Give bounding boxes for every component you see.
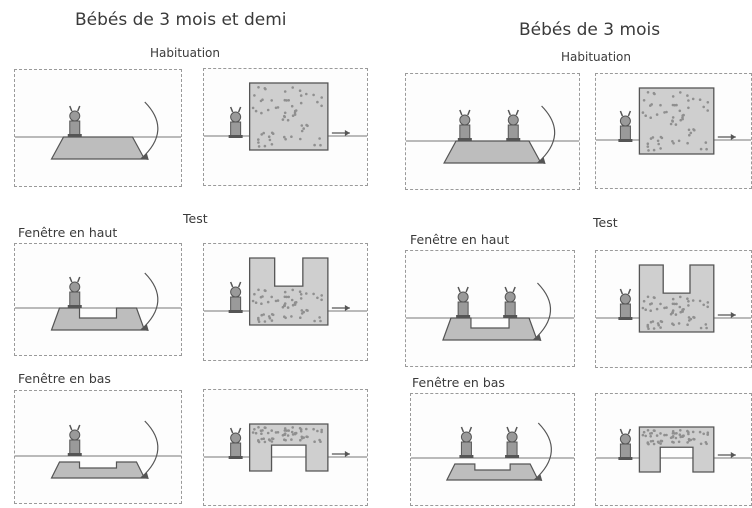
- right-habituation-screen-panel: [595, 73, 752, 189]
- curved-arrow-icon: [140, 101, 159, 160]
- scene-illustration: [411, 422, 574, 481]
- left-habituation-track-panel: [14, 69, 182, 187]
- arrow-head-icon: [344, 451, 350, 457]
- scene-illustration: [406, 282, 574, 341]
- left-window-top-label: Fenêtre en haut: [18, 225, 118, 240]
- screen-window-bottom: [638, 426, 715, 473]
- arrow-head-icon: [534, 474, 543, 481]
- scene-illustration: [596, 264, 751, 333]
- arrow-head-icon: [344, 305, 350, 311]
- scene-illustration: [15, 420, 181, 479]
- rabbit-icon: [503, 286, 518, 318]
- rabbit-icon: [618, 428, 633, 460]
- arrow-head-icon: [140, 324, 149, 331]
- scene-illustration: [596, 426, 751, 473]
- curved-arrow-icon: [537, 105, 556, 164]
- scene-illustration: [406, 105, 579, 164]
- scene-illustration: [596, 87, 751, 155]
- left-test-window-top-screen-panel: [203, 243, 368, 361]
- arrow-head-icon: [140, 153, 149, 160]
- right-test-window-top-screen-panel: [595, 250, 752, 368]
- rabbit-icon: [505, 426, 520, 458]
- screen-window-top: [638, 264, 715, 333]
- arrow-head-icon: [344, 130, 350, 136]
- track-shape: [445, 463, 540, 481]
- right-test-window-bottom-track-panel: [410, 393, 575, 506]
- scene-illustration: [15, 272, 181, 331]
- scene-illustration: [15, 101, 181, 160]
- right-test-window-top-track-panel: [405, 250, 575, 367]
- left-habituation-label: Habituation: [150, 46, 220, 60]
- track-shape: [50, 307, 146, 331]
- right-habituation-track-panel: [405, 73, 580, 190]
- rabbit-icon: [618, 288, 633, 320]
- scene-illustration: [204, 82, 367, 151]
- right-window-bottom-label: Fenêtre en bas: [412, 375, 505, 390]
- curved-arrow-icon: [140, 272, 159, 331]
- rabbit-icon: [228, 427, 243, 459]
- screen-window-top: [248, 257, 329, 326]
- right-window-top-label: Fenêtre en haut: [410, 232, 510, 247]
- track-shape: [50, 136, 146, 160]
- curved-arrow-icon: [533, 282, 552, 341]
- right-test-window-bottom-screen-panel: [595, 393, 752, 506]
- track-shape: [443, 140, 542, 164]
- arrow-head-icon: [537, 157, 546, 164]
- rabbit-icon: [67, 105, 82, 137]
- occluding-screen: [248, 82, 329, 151]
- curved-arrow-icon: [140, 420, 159, 479]
- right-test-label: Test: [593, 215, 618, 230]
- scene-illustration: [204, 423, 367, 472]
- left-window-bottom-label: Fenêtre en bas: [18, 371, 111, 386]
- scene-illustration: [204, 257, 367, 326]
- arrow-head-icon: [140, 472, 149, 479]
- rabbit-icon: [67, 424, 82, 456]
- track-shape: [442, 317, 538, 341]
- rabbit-icon: [506, 109, 521, 141]
- rabbit-icon: [459, 426, 474, 458]
- right-habituation-label: Habituation: [561, 50, 631, 64]
- left-test-window-bottom-screen-panel: [203, 389, 368, 506]
- rabbit-icon: [228, 281, 243, 313]
- left-test-window-bottom-track-panel: [14, 390, 182, 504]
- rabbit-icon: [456, 286, 471, 318]
- arrow-head-icon: [730, 452, 736, 458]
- left-habituation-screen-panel: [203, 68, 368, 186]
- screen-window-bottom: [248, 423, 329, 472]
- rabbit-icon: [228, 106, 243, 138]
- arrow-head-icon: [730, 312, 736, 318]
- occluding-screen: [638, 87, 715, 155]
- right-column-title: Bébés de 3 mois: [519, 20, 661, 40]
- left-column-title: Bébés de 3 mois et demi: [75, 10, 287, 30]
- arrow-head-icon: [533, 334, 542, 341]
- rabbit-icon: [618, 110, 633, 142]
- curved-arrow-icon: [533, 422, 552, 481]
- left-test-window-top-track-panel: [14, 243, 182, 356]
- left-test-label: Test: [183, 211, 208, 226]
- rabbit-icon: [457, 109, 472, 141]
- rabbit-icon: [67, 276, 82, 308]
- arrow-head-icon: [730, 134, 736, 140]
- track-shape: [50, 461, 146, 479]
